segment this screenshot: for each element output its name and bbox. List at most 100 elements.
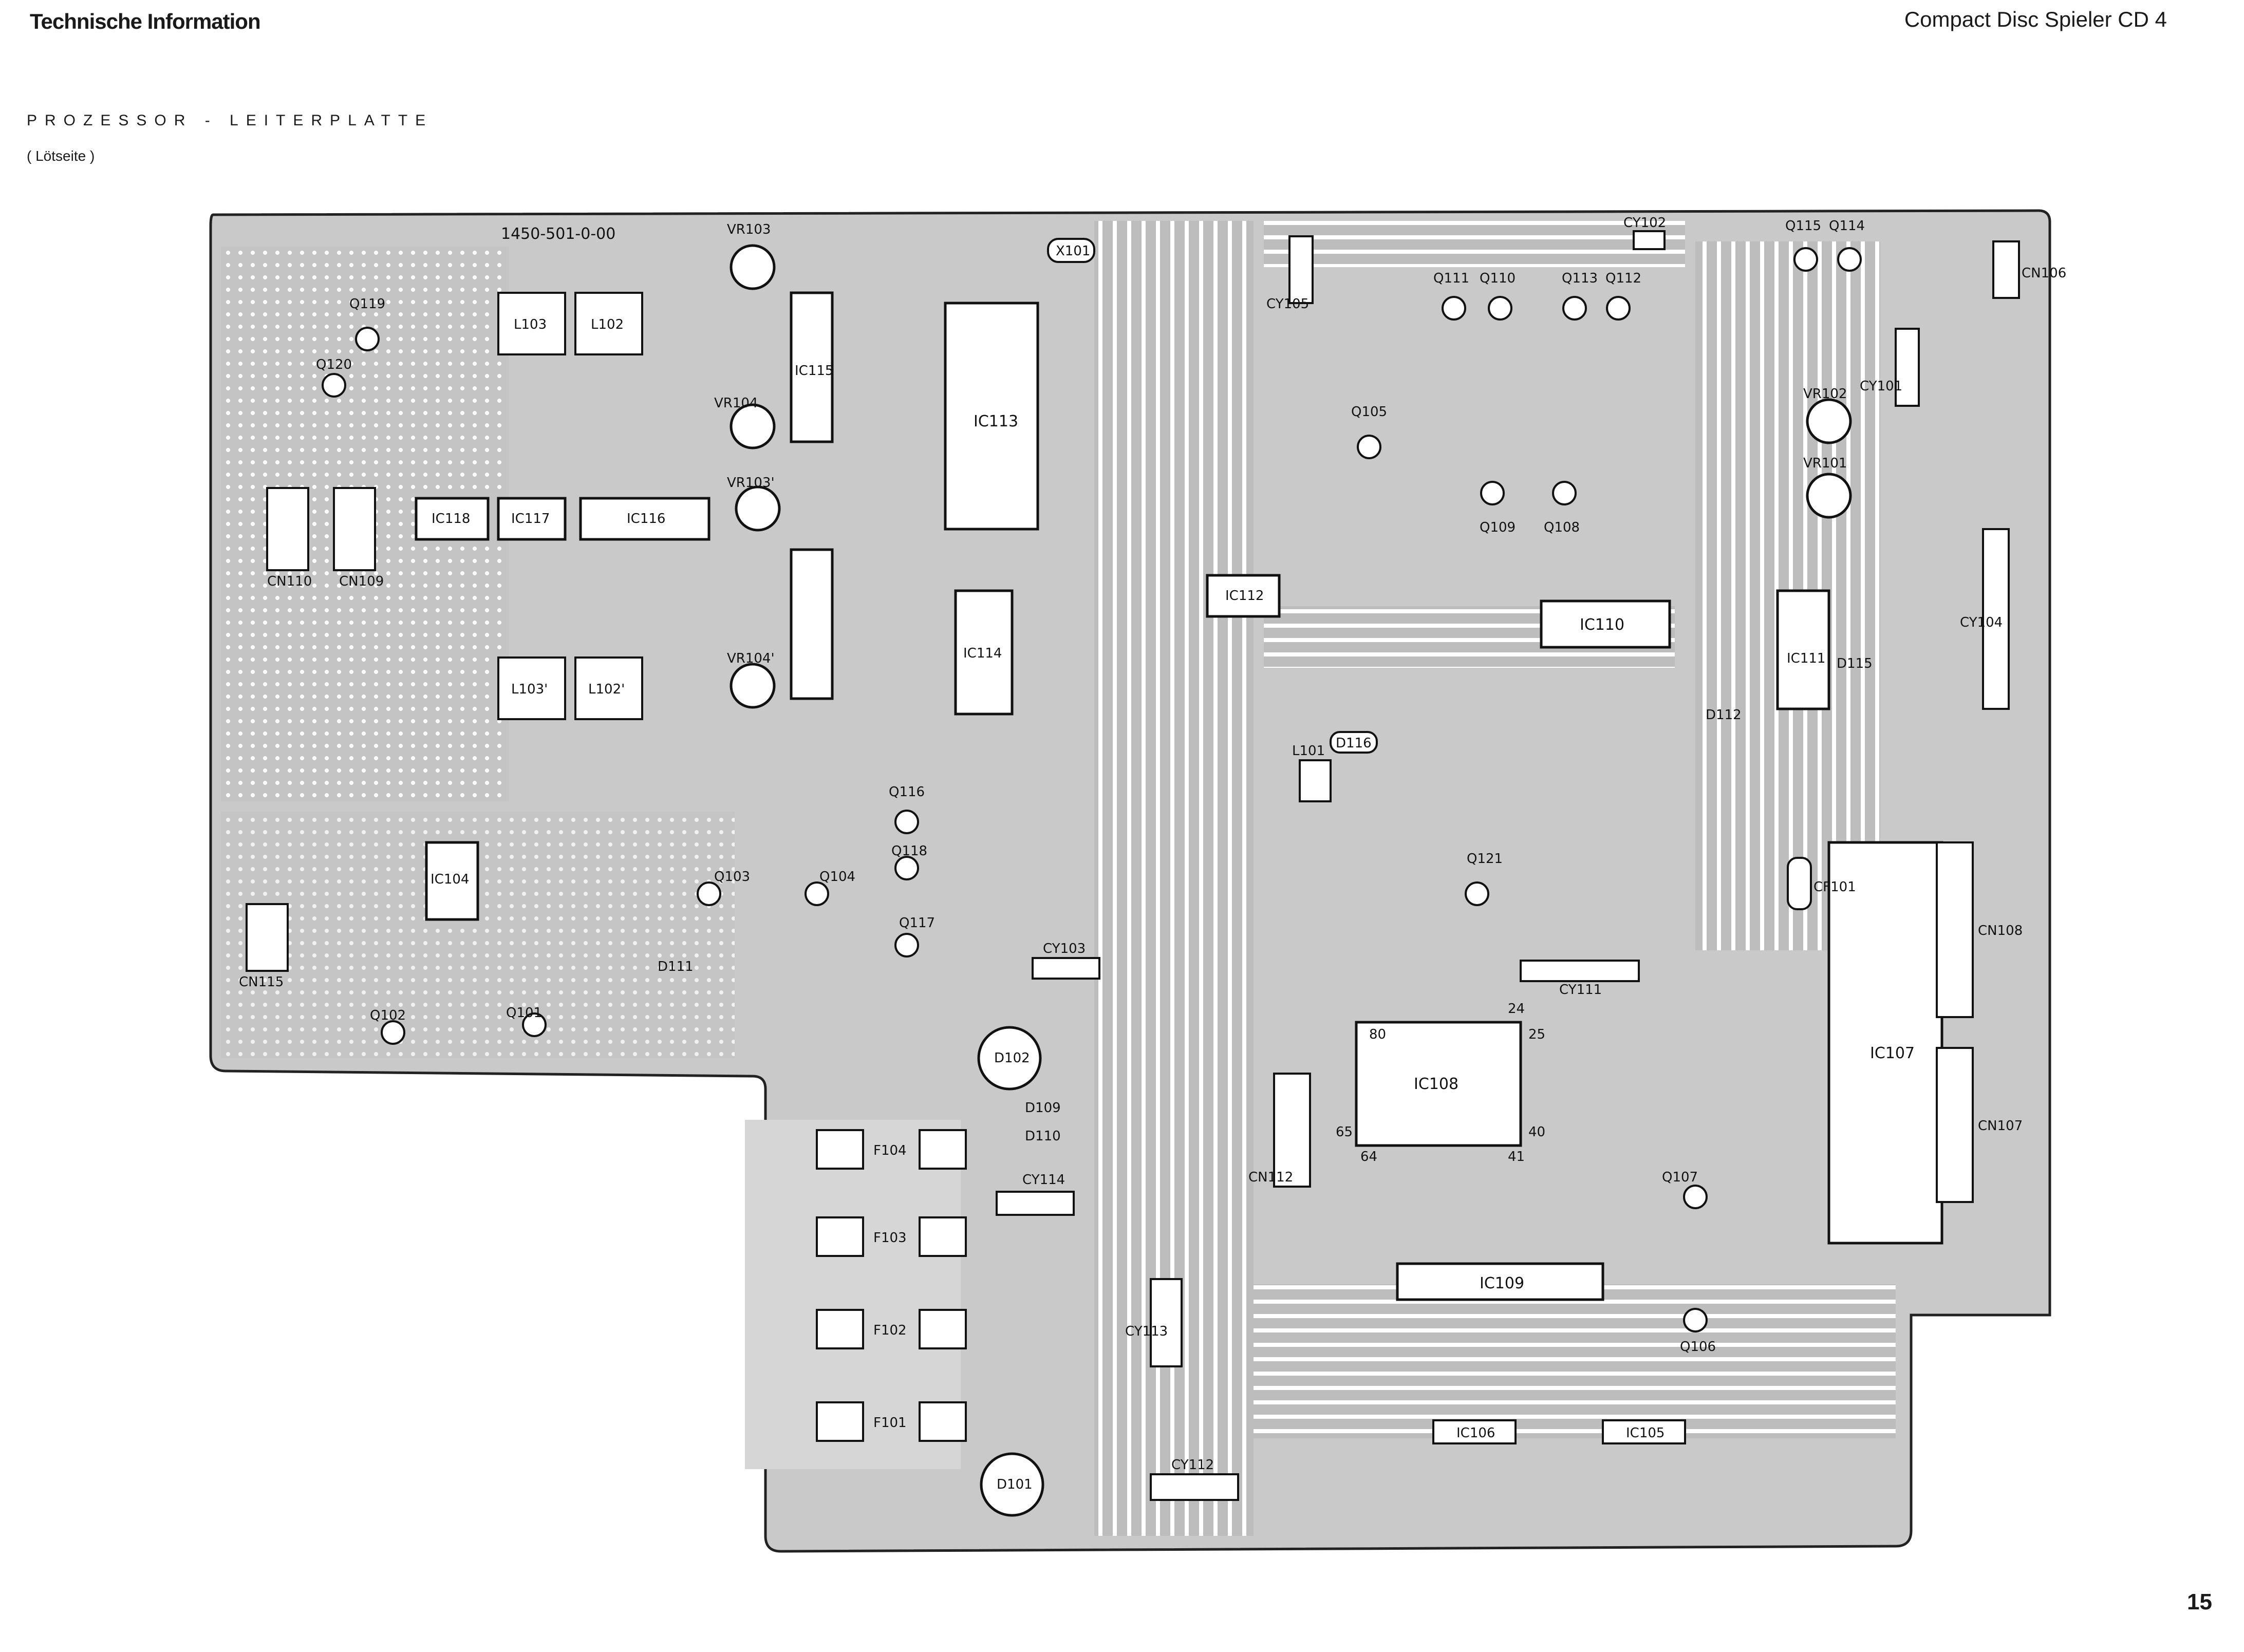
ic107-label: IC107 <box>1870 1044 1915 1062</box>
cy104-label: CY104 <box>1960 615 2003 630</box>
x101-body <box>1047 238 1095 263</box>
transistor-q120: Q120 <box>316 357 352 398</box>
svg-text:VR104': VR104' <box>727 651 775 666</box>
fuse-f103: F103 <box>816 1216 967 1257</box>
ic108-pin80: 80 <box>1369 1027 1386 1042</box>
ic118-label: IC118 <box>432 511 470 527</box>
svg-text:Q119: Q119 <box>349 296 385 312</box>
d102-body <box>977 1026 1042 1091</box>
cn109-label: CN109 <box>339 574 384 589</box>
ic117-label: IC117 <box>511 511 550 527</box>
trimmer-vr103b: VR103' <box>727 475 781 532</box>
f102-label: F102 <box>873 1323 907 1338</box>
trimmer-vr102: VR102 <box>1803 386 1852 444</box>
transistor-q110: Q110 <box>1480 271 1516 321</box>
ic111-body <box>1776 589 1830 710</box>
transistor-q101: Q101 <box>506 1005 547 1037</box>
transistor-q104: Q104 <box>805 869 855 906</box>
ic108-pin40: 40 <box>1528 1124 1545 1140</box>
cy112-body <box>1150 1473 1239 1501</box>
trace-bus-top <box>1264 221 1685 267</box>
ic113-label: IC113 <box>974 412 1018 430</box>
fuse-f101: F101 <box>816 1401 967 1442</box>
cy113-label: CY113 <box>1125 1324 1168 1339</box>
ic116-label: IC116 <box>627 511 665 527</box>
ic112-body <box>1206 574 1281 618</box>
section-title: PROZESSOR - LEITERPLATTE <box>27 112 434 129</box>
l102b-body <box>574 656 643 720</box>
svg-text:Q106: Q106 <box>1680 1339 1716 1355</box>
ic106-label: IC106 <box>1456 1425 1495 1441</box>
transistor-q111: Q111 <box>1433 271 1469 321</box>
svg-text:VR102: VR102 <box>1803 386 1847 402</box>
cy111-label: CY111 <box>1559 982 1602 998</box>
ic110-label: IC110 <box>1580 616 1624 634</box>
ic114-body <box>954 589 1014 716</box>
l102b-label: L102' <box>588 682 625 697</box>
svg-text:VR103: VR103 <box>727 222 771 237</box>
svg-text:Q116: Q116 <box>889 784 925 800</box>
f101-label: F101 <box>873 1415 907 1431</box>
trimmer-vr104: VR104 <box>714 396 776 449</box>
l101-label: L101 <box>1292 743 1325 759</box>
fuse-f104: F104 <box>816 1129 967 1170</box>
svg-text:Q109: Q109 <box>1480 520 1516 535</box>
cy112-label: CY112 <box>1171 1457 1214 1473</box>
header-left-title: Technische Information <box>30 9 261 33</box>
cy104-body <box>1982 528 2010 710</box>
l103b-body <box>497 656 566 720</box>
header-right-title: Compact Disc Spieler CD 4 <box>1904 7 2167 31</box>
section-note: ( Lötseite ) <box>27 148 95 164</box>
svg-text:Q113: Q113 <box>1562 271 1598 286</box>
cy111-body <box>1520 960 1640 982</box>
ic108-label: IC108 <box>1414 1075 1458 1093</box>
ic108-pin24: 24 <box>1508 1001 1525 1017</box>
d101-label: D101 <box>997 1477 1033 1492</box>
d116-label: D116 <box>1336 736 1372 751</box>
cy105-label: CY105 <box>1266 296 1309 312</box>
ic108-pin64: 64 <box>1360 1149 1377 1165</box>
d101-body <box>980 1452 1044 1517</box>
ic111-label: IC111 <box>1787 651 1825 666</box>
transistor-q113: Q113 <box>1562 271 1598 321</box>
ic117-body <box>497 497 567 541</box>
svg-text:Q114: Q114 <box>1829 218 1865 234</box>
svg-text:Q105: Q105 <box>1351 404 1387 420</box>
svg-text:Q104: Q104 <box>819 869 855 885</box>
cy101-label: CY101 <box>1860 379 1902 394</box>
transistor-q115: Q115 <box>1785 218 1821 272</box>
cn110-body <box>266 487 309 571</box>
svg-text:Q110: Q110 <box>1480 271 1516 286</box>
cy105-body <box>1288 235 1314 304</box>
f104-label: F104 <box>873 1143 907 1158</box>
transistor-q117: Q117 <box>894 915 935 958</box>
ic118-body <box>415 497 490 541</box>
svg-text:Q107: Q107 <box>1662 1170 1698 1185</box>
cf101-body <box>1787 857 1812 910</box>
transistor-q121: Q121 <box>1465 851 1503 906</box>
x101-label: X101 <box>1056 243 1090 259</box>
trace-bus-lower <box>1254 1284 1896 1438</box>
ic109-label: IC109 <box>1480 1274 1524 1292</box>
transistor-q103: Q103 <box>697 869 750 906</box>
l102-label: L102 <box>591 317 624 332</box>
svg-text:Q108: Q108 <box>1544 520 1580 535</box>
svg-text:VR104: VR104 <box>714 396 758 411</box>
transistor-q118: Q118 <box>891 843 927 880</box>
l103b-label: L103' <box>511 682 548 697</box>
ic106-body <box>1432 1419 1517 1444</box>
transistor-q114: Q114 <box>1829 218 1865 272</box>
d116-body <box>1330 731 1378 754</box>
cy103-label: CY103 <box>1043 941 1086 956</box>
svg-text:Q111: Q111 <box>1433 271 1469 286</box>
svg-text:Q115: Q115 <box>1785 218 1821 234</box>
cy102-label: CY102 <box>1623 215 1666 231</box>
transistor-q109: Q109 <box>1480 481 1516 535</box>
cn107-body <box>1936 1047 1974 1203</box>
transistor-q102: Q102 <box>370 1008 406 1045</box>
page-number: 15 <box>2187 1589 2212 1615</box>
ic114-label: IC114 <box>963 646 1002 661</box>
ic115-body <box>790 291 834 443</box>
svg-text:VR101: VR101 <box>1803 456 1847 471</box>
cn108-label: CN108 <box>1978 923 2023 938</box>
